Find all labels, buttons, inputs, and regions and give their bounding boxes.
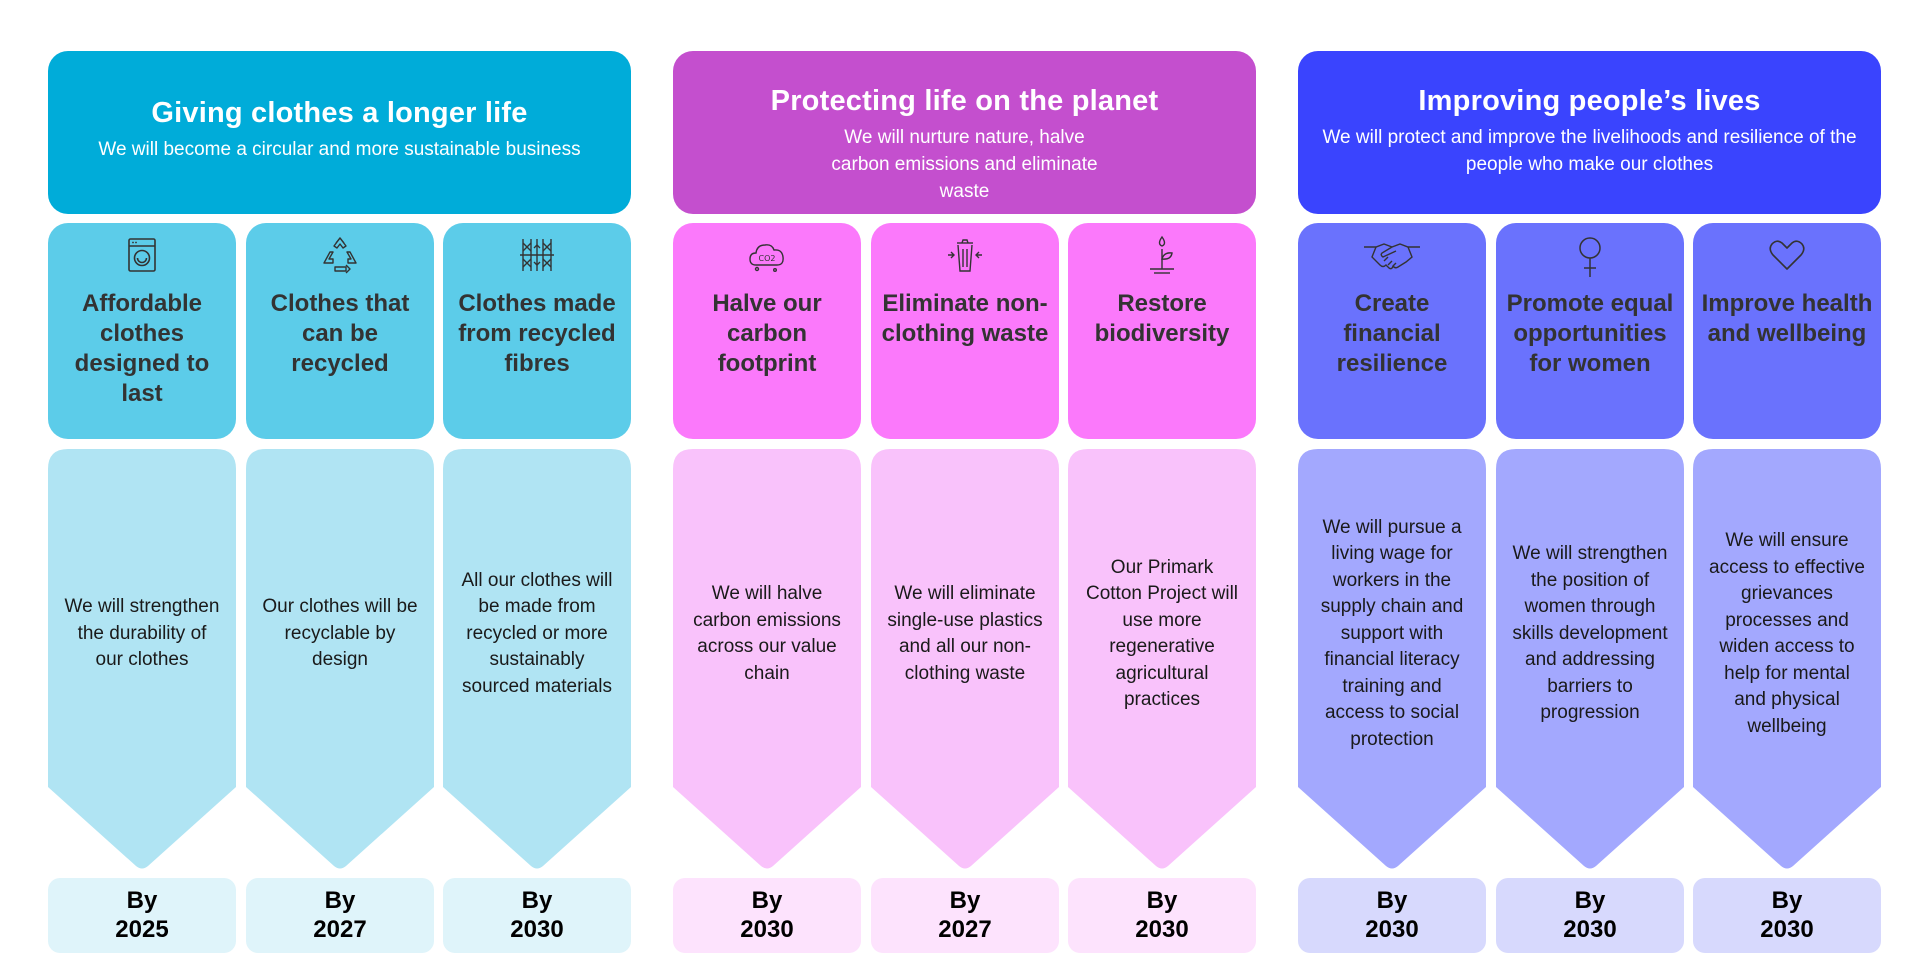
target-date-box: By 2027 [246,878,434,953]
pillar-subtitle: We will protect and improve the liveliho… [1322,127,1857,175]
goal-title: Clothes made from recycled fibres [458,290,616,377]
arrow-shape [1298,449,1486,869]
target-by-label: By [1574,887,1606,914]
goal-card: Improve health and wellbeing [1693,223,1881,439]
commitment-text: We will pursue a living wage for workers… [1320,516,1464,750]
target-date-box: By 2030 [1693,878,1881,953]
commitment-text: Our Primark Cotton Project will use more… [1085,556,1239,711]
heart-icon [1767,235,1807,275]
arrow-shape [1693,449,1881,869]
goal-card: CO2 Halve our carbon footprint [673,223,861,439]
target-date-box: By 2027 [871,878,1059,953]
arrow-shape [443,449,631,869]
goal-card: Clothes that can be recycled [246,223,434,439]
target-date-box: By 2030 [1068,878,1256,953]
goal-title: Create financial resilience [1336,290,1448,377]
target-year: 2027 [938,916,992,943]
goal-card: Restore biodiversity [1068,223,1256,439]
handshake-icon [1362,235,1422,275]
commitment-text: We will eliminate single-use plastics an… [887,583,1043,684]
pillar-circularity: Giving clothes a longer life We will bec… [48,51,631,953]
target-year: 2030 [1135,916,1189,943]
goal-card: Create financial resilience [1298,223,1486,439]
pillar-people: Improving people’s lives We will protect… [1298,51,1881,953]
fibres-icon [517,235,557,275]
washing-machine-icon [122,235,162,275]
pillar-title: Protecting life on the planet [770,85,1159,117]
target-by-label: By [1146,887,1178,914]
target-date-box: By 2030 [1496,878,1684,953]
target-year: 2030 [740,916,794,943]
pillar-planet: Protecting life on the planet We will nu… [673,51,1256,953]
pillar-header: Improving people’s lives We will protect… [1298,51,1881,214]
arrow-shape [1068,449,1256,869]
target-by-label: By [751,887,783,914]
target-year: 2030 [510,916,564,943]
arrow-shape [1496,449,1684,869]
target-by-label: By [1376,887,1408,914]
goal-card: Affordable clothes designed to last [48,223,236,439]
goal-title: Eliminate non-clothing waste [881,290,1049,347]
target-by-label: By [1771,887,1803,914]
target-by-label: By [949,887,981,914]
target-by-label: By [521,887,553,914]
commitment-arrow: We will ensure access to effective griev… [1693,449,1881,869]
arrow-shape [673,449,861,869]
sprout-icon [1142,235,1182,275]
commitment-arrow: All our clothes will be made from recycl… [443,449,631,869]
goal-title: Halve our carbon footprint [712,290,822,377]
target-date-box: By 2025 [48,878,236,953]
commitment-arrow: We will halve carbon emissions across ou… [673,449,861,869]
goal-title: Restore biodiversity [1094,290,1230,347]
waste-bin-icon [945,235,985,275]
pillar-header: Giving clothes a longer life We will bec… [48,51,631,214]
goal-card: Eliminate non-clothing waste [871,223,1059,439]
female-symbol-icon [1570,235,1610,277]
pillar-subtitle: We will become a circular and more susta… [98,139,581,160]
commitment-arrow: We will pursue a living wage for workers… [1298,449,1486,869]
target-year: 2027 [313,916,367,943]
svg-text:CO2: CO2 [759,254,776,263]
arrow-shape [48,449,236,869]
commitment-text: Our clothes will be recyclable by design [262,596,418,671]
commitment-text: We will strengthen the position of women… [1512,543,1668,724]
goal-title: Promote equal opportunities for women [1506,290,1674,377]
commitment-arrow: Our Primark Cotton Project will use more… [1068,449,1256,869]
target-by-label: By [324,887,356,914]
goal-title: Improve health and wellbeing [1701,290,1873,347]
commitment-text: We will strengthen the durability of our… [64,596,220,671]
co2-cloud-icon: CO2 [747,235,787,275]
pillar-title: Giving clothes a longer life [151,97,528,129]
target-year: 2030 [1563,916,1617,943]
goal-card: Promote equal opportunities for women [1496,223,1684,439]
arrow-shape [246,449,434,869]
target-year: 2025 [115,916,169,943]
target-date-box: By 2030 [1298,878,1486,953]
recycle-icon [320,235,360,275]
commitment-arrow: We will strengthen the position of women… [1496,449,1684,869]
commitment-text: All our clothes will be made from recycl… [461,569,613,697]
pillar-header: Protecting life on the planet We will nu… [673,51,1256,214]
pillar-title: Improving people’s lives [1418,85,1761,117]
pillar-subtitle: We will nurture nature, halve carbon emi… [831,127,1098,202]
target-year: 2030 [1760,916,1814,943]
target-by-label: By [126,887,158,914]
goal-card: Clothes made from recycled fibres [443,223,631,439]
commitment-arrow: We will strengthen the durability of our… [48,449,236,869]
commitment-text: We will ensure access to effective griev… [1709,530,1865,737]
target-date-box: By 2030 [673,878,861,953]
goal-title: Affordable clothes designed to last [74,290,210,407]
commitment-arrow: Our clothes will be recyclable by design [246,449,434,869]
commitment-arrow: We will eliminate single-use plastics an… [871,449,1059,869]
target-year: 2030 [1365,916,1419,943]
commitment-text: We will halve carbon emissions across ou… [693,583,841,684]
arrow-shape [871,449,1059,869]
target-date-box: By 2030 [443,878,631,953]
goal-title: Clothes that can be recycled [270,290,410,377]
